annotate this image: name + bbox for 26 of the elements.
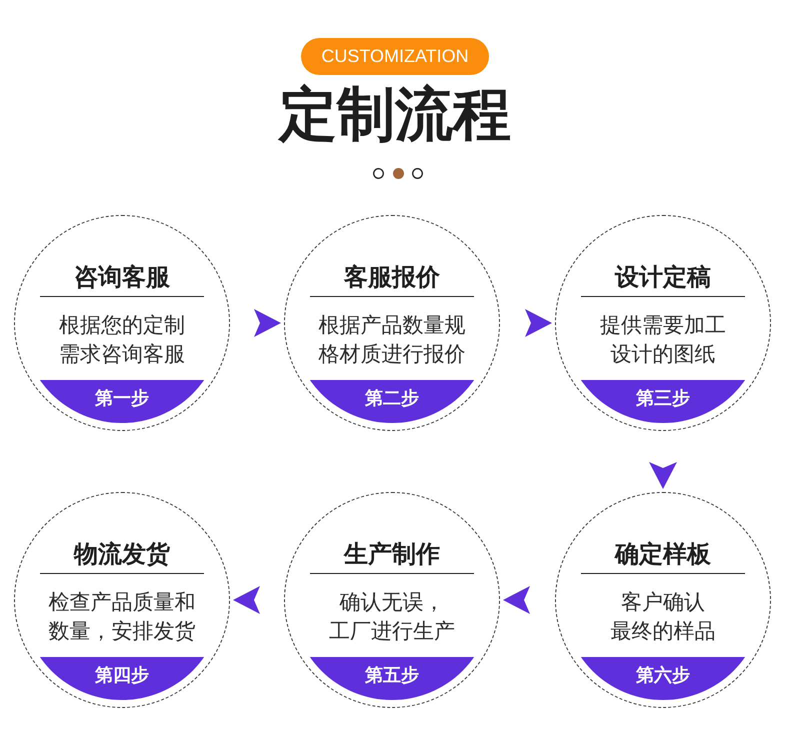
step-banner: 第六步 <box>581 657 745 700</box>
step-heading: 咨询客服 <box>74 263 170 293</box>
step-circle <box>284 215 500 431</box>
section-tag: CUSTOMIZATION <box>301 38 489 75</box>
step-circle <box>555 215 771 431</box>
step-circle <box>284 492 500 708</box>
step-circle <box>14 215 230 431</box>
step-heading: 设计定稿 <box>615 263 711 293</box>
step-circle <box>555 492 771 708</box>
step-description: 检查产品质量和数量，安排发货 <box>48 590 196 645</box>
step-banner: 第五步 <box>310 657 474 700</box>
step-banner: 第三步 <box>581 380 745 423</box>
step-circle <box>14 492 230 708</box>
step-description: 提供需要加工设计的图纸 <box>600 313 726 368</box>
step-heading: 确定样板 <box>615 540 711 570</box>
page-title: 定制流程 <box>279 82 511 148</box>
step-banner: 第四步 <box>40 657 204 700</box>
step-description: 根据您的定制需求咨询客服 <box>59 313 185 368</box>
step-heading: 物流发货 <box>74 540 170 570</box>
step-banner: 第二步 <box>310 380 474 423</box>
step-heading: 生产制作 <box>344 540 440 570</box>
step-heading: 客服报价 <box>344 263 440 293</box>
step-description: 客户确认最终的样品 <box>610 590 716 645</box>
step-banner: 第一步 <box>40 380 204 423</box>
step-description: 确认无误，工厂进行生产 <box>329 590 455 645</box>
step-description: 根据产品数量规格材质进行报价 <box>318 313 466 368</box>
